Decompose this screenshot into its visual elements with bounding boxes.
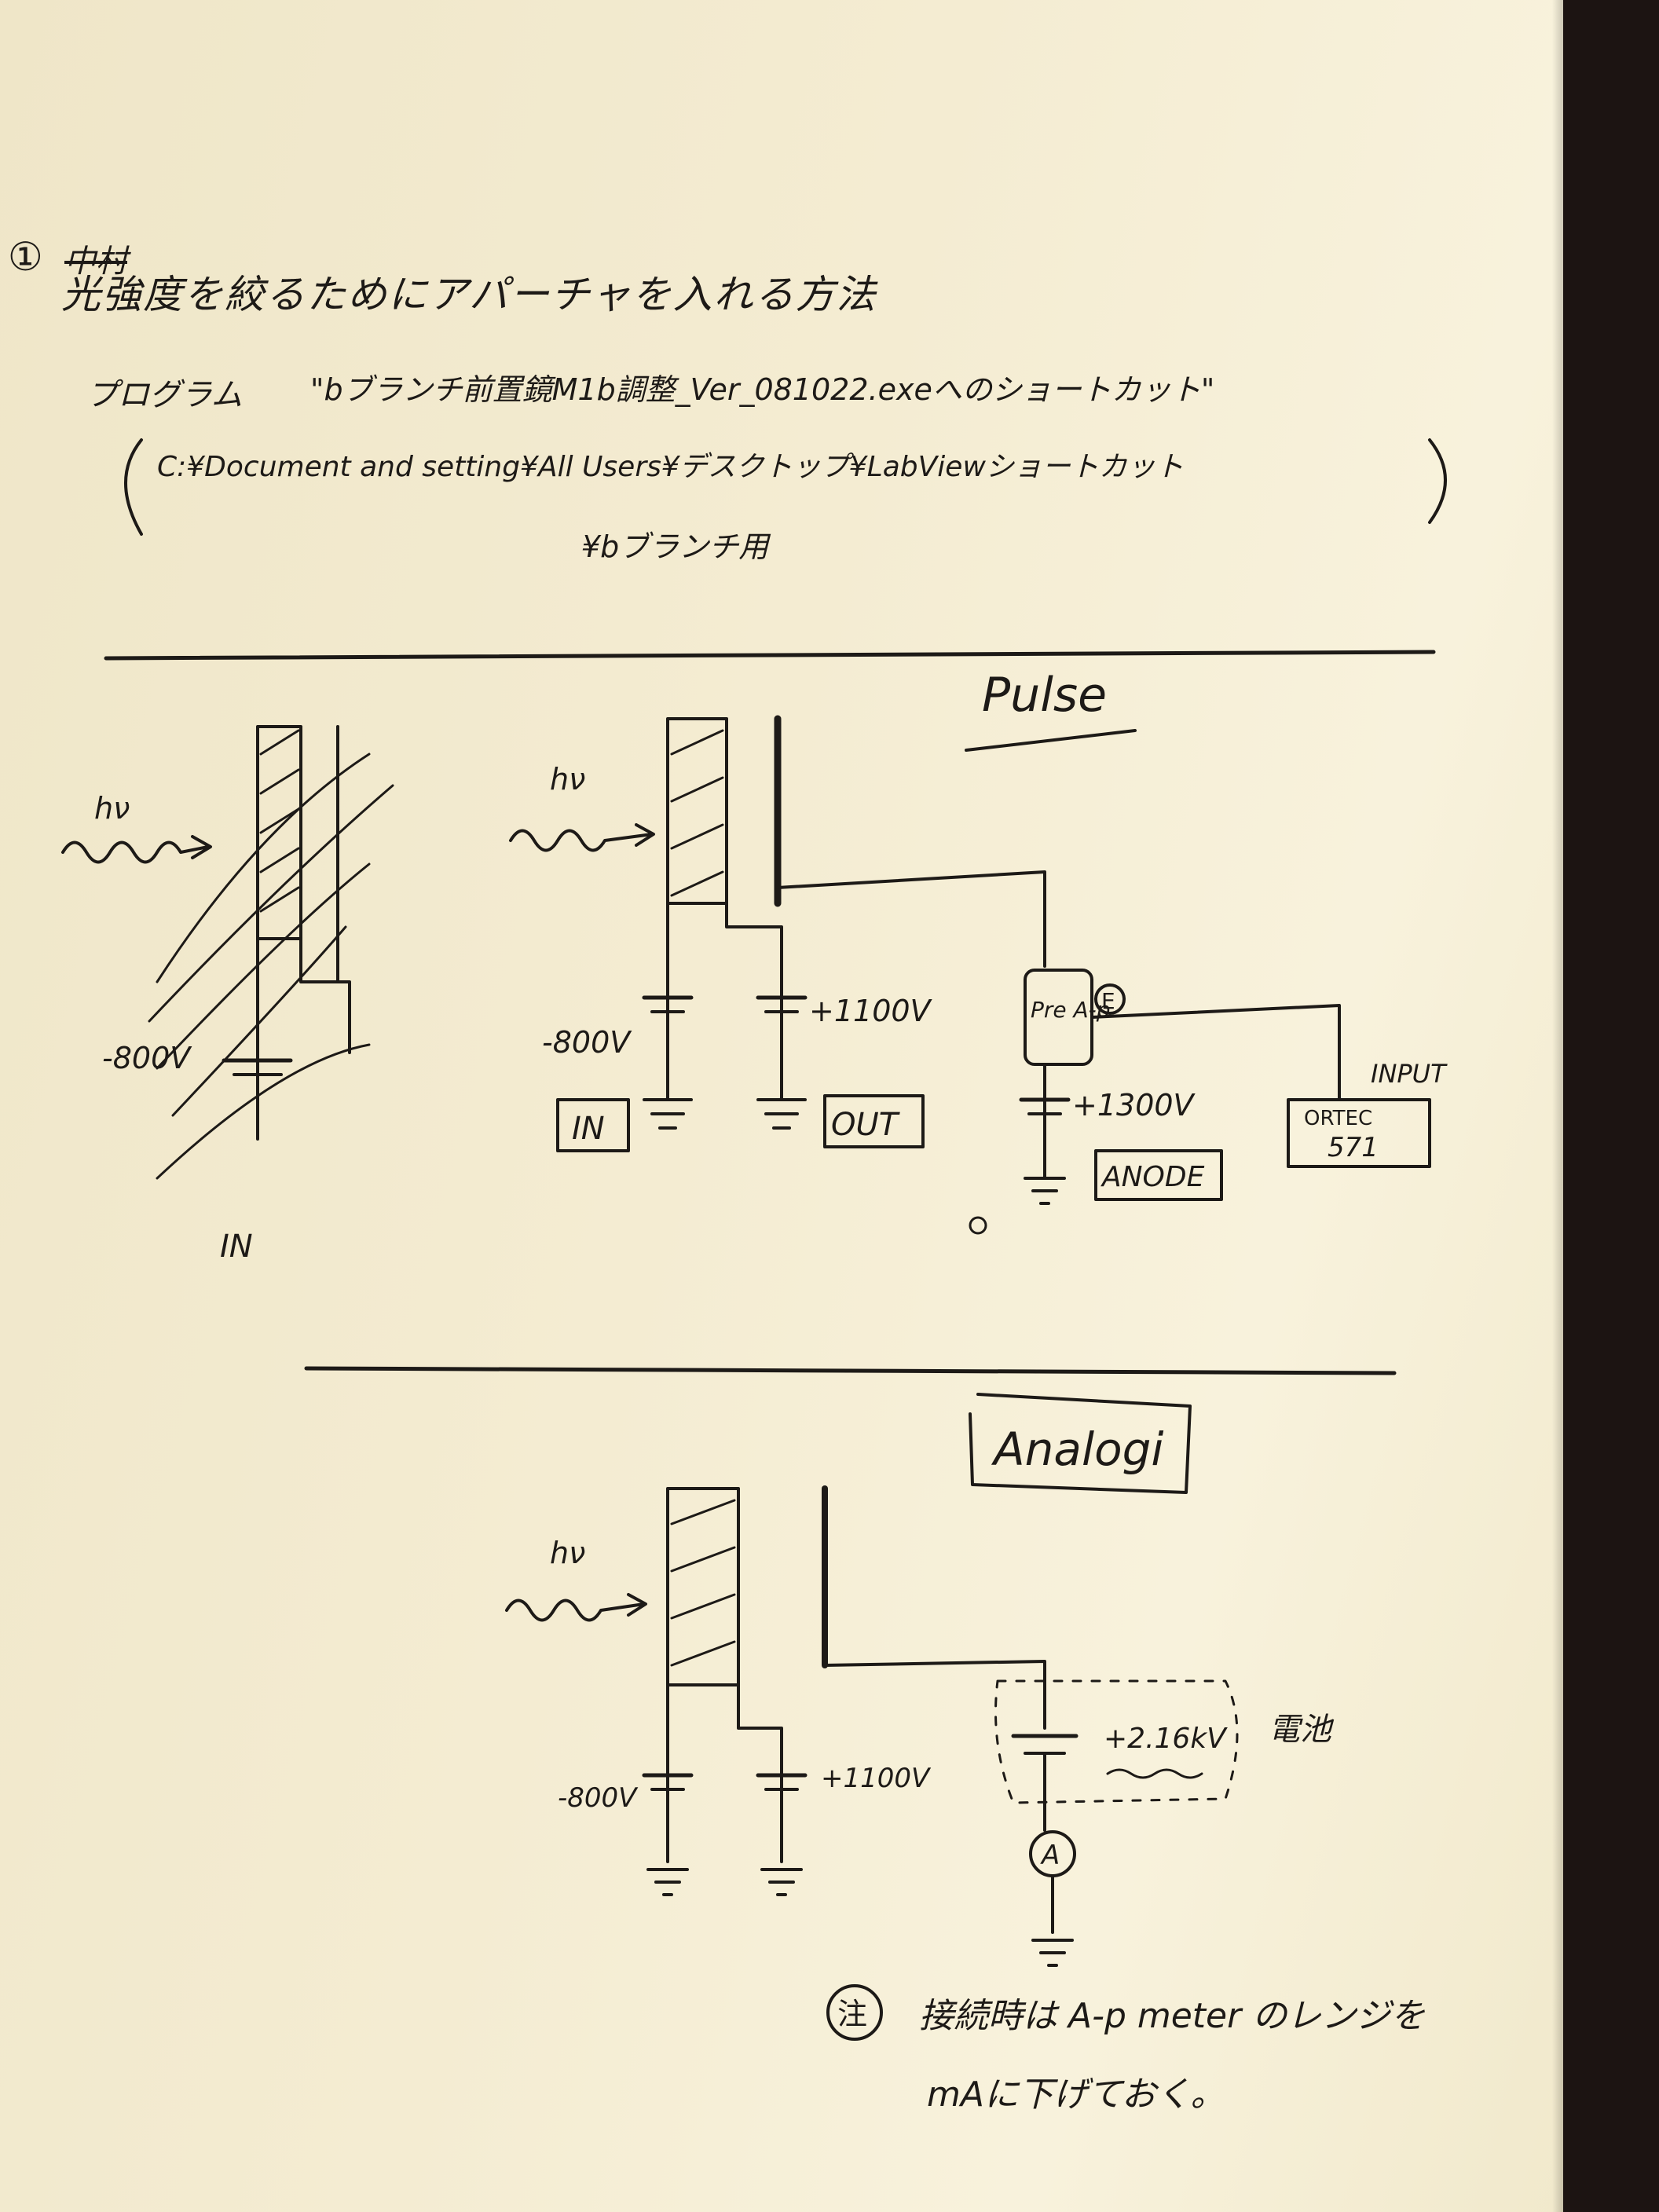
heading-title: 光強度を絞るためにアパーチャを入れる方法 bbox=[61, 272, 877, 317]
pulse-ortec-model: 571 bbox=[1328, 1132, 1379, 1163]
sketch1-electrode bbox=[256, 725, 302, 940]
separator-line-bottom bbox=[304, 1366, 1397, 1375]
pulse-out-box bbox=[823, 1094, 925, 1148]
separator-line-top bbox=[104, 650, 1436, 661]
sketch1-photon-arrow bbox=[61, 835, 212, 864]
note-line1: 接続時は A-p meter のレンジを bbox=[919, 1996, 1426, 2036]
heading-struck-word: 中村 bbox=[64, 244, 127, 280]
pulse-anode-box bbox=[1094, 1149, 1223, 1201]
pulse-photon-label: hν bbox=[550, 762, 585, 797]
program-name: "bブランチ前置鏡M1b調整_Ver_081022.exeへのショートカット" bbox=[310, 372, 1215, 407]
sketch1-photon-label: hν bbox=[94, 791, 130, 826]
pulse-ortec-box bbox=[1287, 1098, 1431, 1168]
program-label: プログラム bbox=[86, 377, 243, 413]
pulse-preamp-mark-circle bbox=[1094, 983, 1126, 1015]
pulse-v-anode: +1300V bbox=[1072, 1088, 1196, 1122]
pulse-label-anode: ANODE bbox=[1101, 1161, 1205, 1193]
analog-electrode bbox=[666, 1487, 740, 1686]
pulse-in-box bbox=[556, 1098, 630, 1152]
pulse-v-out: +1100V bbox=[809, 994, 933, 1028]
pulse-ortec: ORTEC bbox=[1304, 1107, 1372, 1130]
sketch1-terminal: IN bbox=[220, 1229, 253, 1265]
sketch-1: hν -800V IN bbox=[61, 725, 394, 1265]
analog-v-supply: +2.16kV bbox=[1104, 1723, 1228, 1755]
pulse-circuit: Pulse hν -800V +1100V IN OUT Pre A-p E +… bbox=[509, 668, 1448, 1235]
pulse-v-in: -800V bbox=[542, 1025, 632, 1060]
path-bracket-left bbox=[124, 438, 143, 536]
heading-number: ① bbox=[8, 234, 43, 280]
pulse-section-label: Pulse bbox=[982, 668, 1107, 723]
analog-battery: 電池 bbox=[1269, 1712, 1335, 1748]
analog-circuit: Analogi hν -800V +1100V +2.16kV 電池 A bbox=[505, 1393, 1335, 1967]
program-path-line1: C:¥Document and setting¥All Users¥デスクトップ… bbox=[157, 451, 1184, 483]
analog-v-in: -800V bbox=[558, 1782, 639, 1814]
note-mark-circle bbox=[826, 1984, 883, 2041]
path-bracket-right bbox=[1428, 438, 1447, 524]
pulse-input-label: INPUT bbox=[1371, 1059, 1448, 1089]
pulse-label-out: OUT bbox=[831, 1107, 901, 1143]
analog-battery-outline bbox=[994, 1679, 1239, 1804]
pulse-electrode bbox=[666, 717, 728, 905]
analog-photon-arrow bbox=[505, 1593, 647, 1622]
program-path-line2: ¥bブランチ用 bbox=[581, 529, 769, 564]
pulse-preamp-mark: E bbox=[1101, 988, 1115, 1014]
note-mark: 注 bbox=[837, 1997, 867, 2031]
pulse-label-in: IN bbox=[572, 1111, 605, 1147]
analog-meter: A bbox=[1040, 1840, 1060, 1871]
note-line2: mAに下げておく。 bbox=[927, 2075, 1225, 2115]
pulse-photon-arrow bbox=[509, 823, 655, 852]
analog-section-label: Analogi bbox=[991, 1423, 1164, 1476]
analog-v-out: +1100V bbox=[821, 1763, 932, 1794]
analog-photon-label: hν bbox=[550, 1536, 585, 1570]
analog-section-box bbox=[969, 1393, 1192, 1494]
